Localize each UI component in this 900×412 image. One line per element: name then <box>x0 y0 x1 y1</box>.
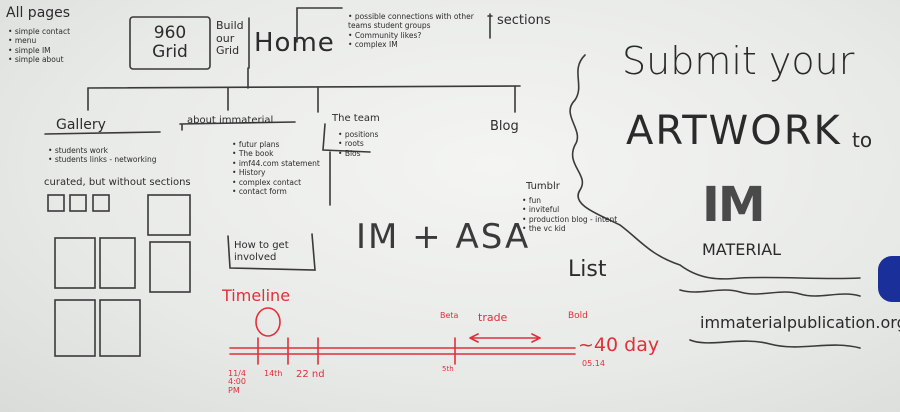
tumblr-title: Tumblr <box>526 181 560 192</box>
list-item: inviteful <box>522 205 617 214</box>
team-title: The team <box>332 113 380 124</box>
about-involved: How to get involved <box>234 240 289 263</box>
list-item: menu <box>8 36 70 45</box>
team-list: positions roots Bios <box>338 130 379 158</box>
timeline-mark: 22 nd <box>296 369 325 380</box>
im-logo: IM <box>702 177 766 233</box>
timeline-bold: Bold <box>568 311 588 321</box>
sitemap-branch <box>87 85 521 89</box>
list-item: simple contact <box>8 27 70 36</box>
submit-to: to <box>852 128 873 152</box>
timeline-day: ~40 day <box>578 334 660 356</box>
sections-label: sections <box>497 13 551 28</box>
timeline-trade: trade <box>478 311 508 324</box>
trade-arrow <box>469 333 541 343</box>
list-item: complex contact <box>232 178 320 187</box>
list-item: students links - networking <box>48 155 157 164</box>
timeline-mark: 5th <box>442 365 454 373</box>
home-label: Home <box>254 28 335 58</box>
timeline-mark: 11/4 4:00 PM <box>228 369 246 395</box>
list-item: futur plans <box>232 140 320 149</box>
gallery-title: Gallery <box>56 117 106 133</box>
list-item: Community likes? <box>348 31 478 40</box>
list-item: The book <box>232 149 320 158</box>
list-item: the vc kid <box>522 224 617 233</box>
all-pages-list: simple contact menu simple IM simple abo… <box>8 27 70 65</box>
grid-960-label: 960 Grid <box>152 23 188 62</box>
list-item: simple about <box>8 55 70 64</box>
build-grid-label: Build our Grid <box>216 19 244 58</box>
timeline-mark: 14th <box>264 369 283 378</box>
gallery-list: students work students links - networkin… <box>48 146 157 165</box>
grid-box <box>129 16 211 70</box>
material-label: MATERIAL <box>702 240 782 259</box>
timeline-beta: Beta <box>440 311 459 320</box>
list-item: complex IM <box>348 40 478 49</box>
list-item: students work <box>48 146 156 155</box>
gallery-curated: curated, but without sections <box>44 177 191 188</box>
all-pages-title: All pages <box>6 5 71 21</box>
list-item: positions <box>338 130 379 139</box>
list-item: simple IM <box>8 46 70 55</box>
blog-title: Blog <box>490 119 519 134</box>
submit-line2: ARTWORK <box>626 108 842 154</box>
list-item: fun <box>522 196 617 205</box>
about-list: futur plans The book imf44.com statement… <box>232 140 320 196</box>
list-item: imf44.com statement <box>232 159 320 168</box>
list-item: possible connections with other teams st… <box>348 12 478 31</box>
list-item: History <box>232 168 320 177</box>
tumblr-list: fun inviteful production blog - intent t… <box>522 196 617 234</box>
im-asa-label: IM + ASA <box>356 217 531 257</box>
timeline-day-sub: 05.14 <box>582 359 605 368</box>
submit-url: immaterialpublication.org <box>700 313 900 332</box>
timeline-title: Timeline <box>222 286 291 305</box>
home-bracket <box>296 7 343 43</box>
about-title: about immaterial <box>187 115 274 126</box>
list-item: contact form <box>232 187 320 196</box>
list-item: production blog - intent <box>522 215 617 224</box>
submit-line1: Submit your <box>622 39 855 83</box>
home-notes-list: possible connections with other teams st… <box>348 12 478 50</box>
list-item: Bios <box>338 149 378 158</box>
list-label: List <box>568 257 607 282</box>
marker-cap <box>878 256 900 302</box>
list-item: roots <box>338 139 378 148</box>
